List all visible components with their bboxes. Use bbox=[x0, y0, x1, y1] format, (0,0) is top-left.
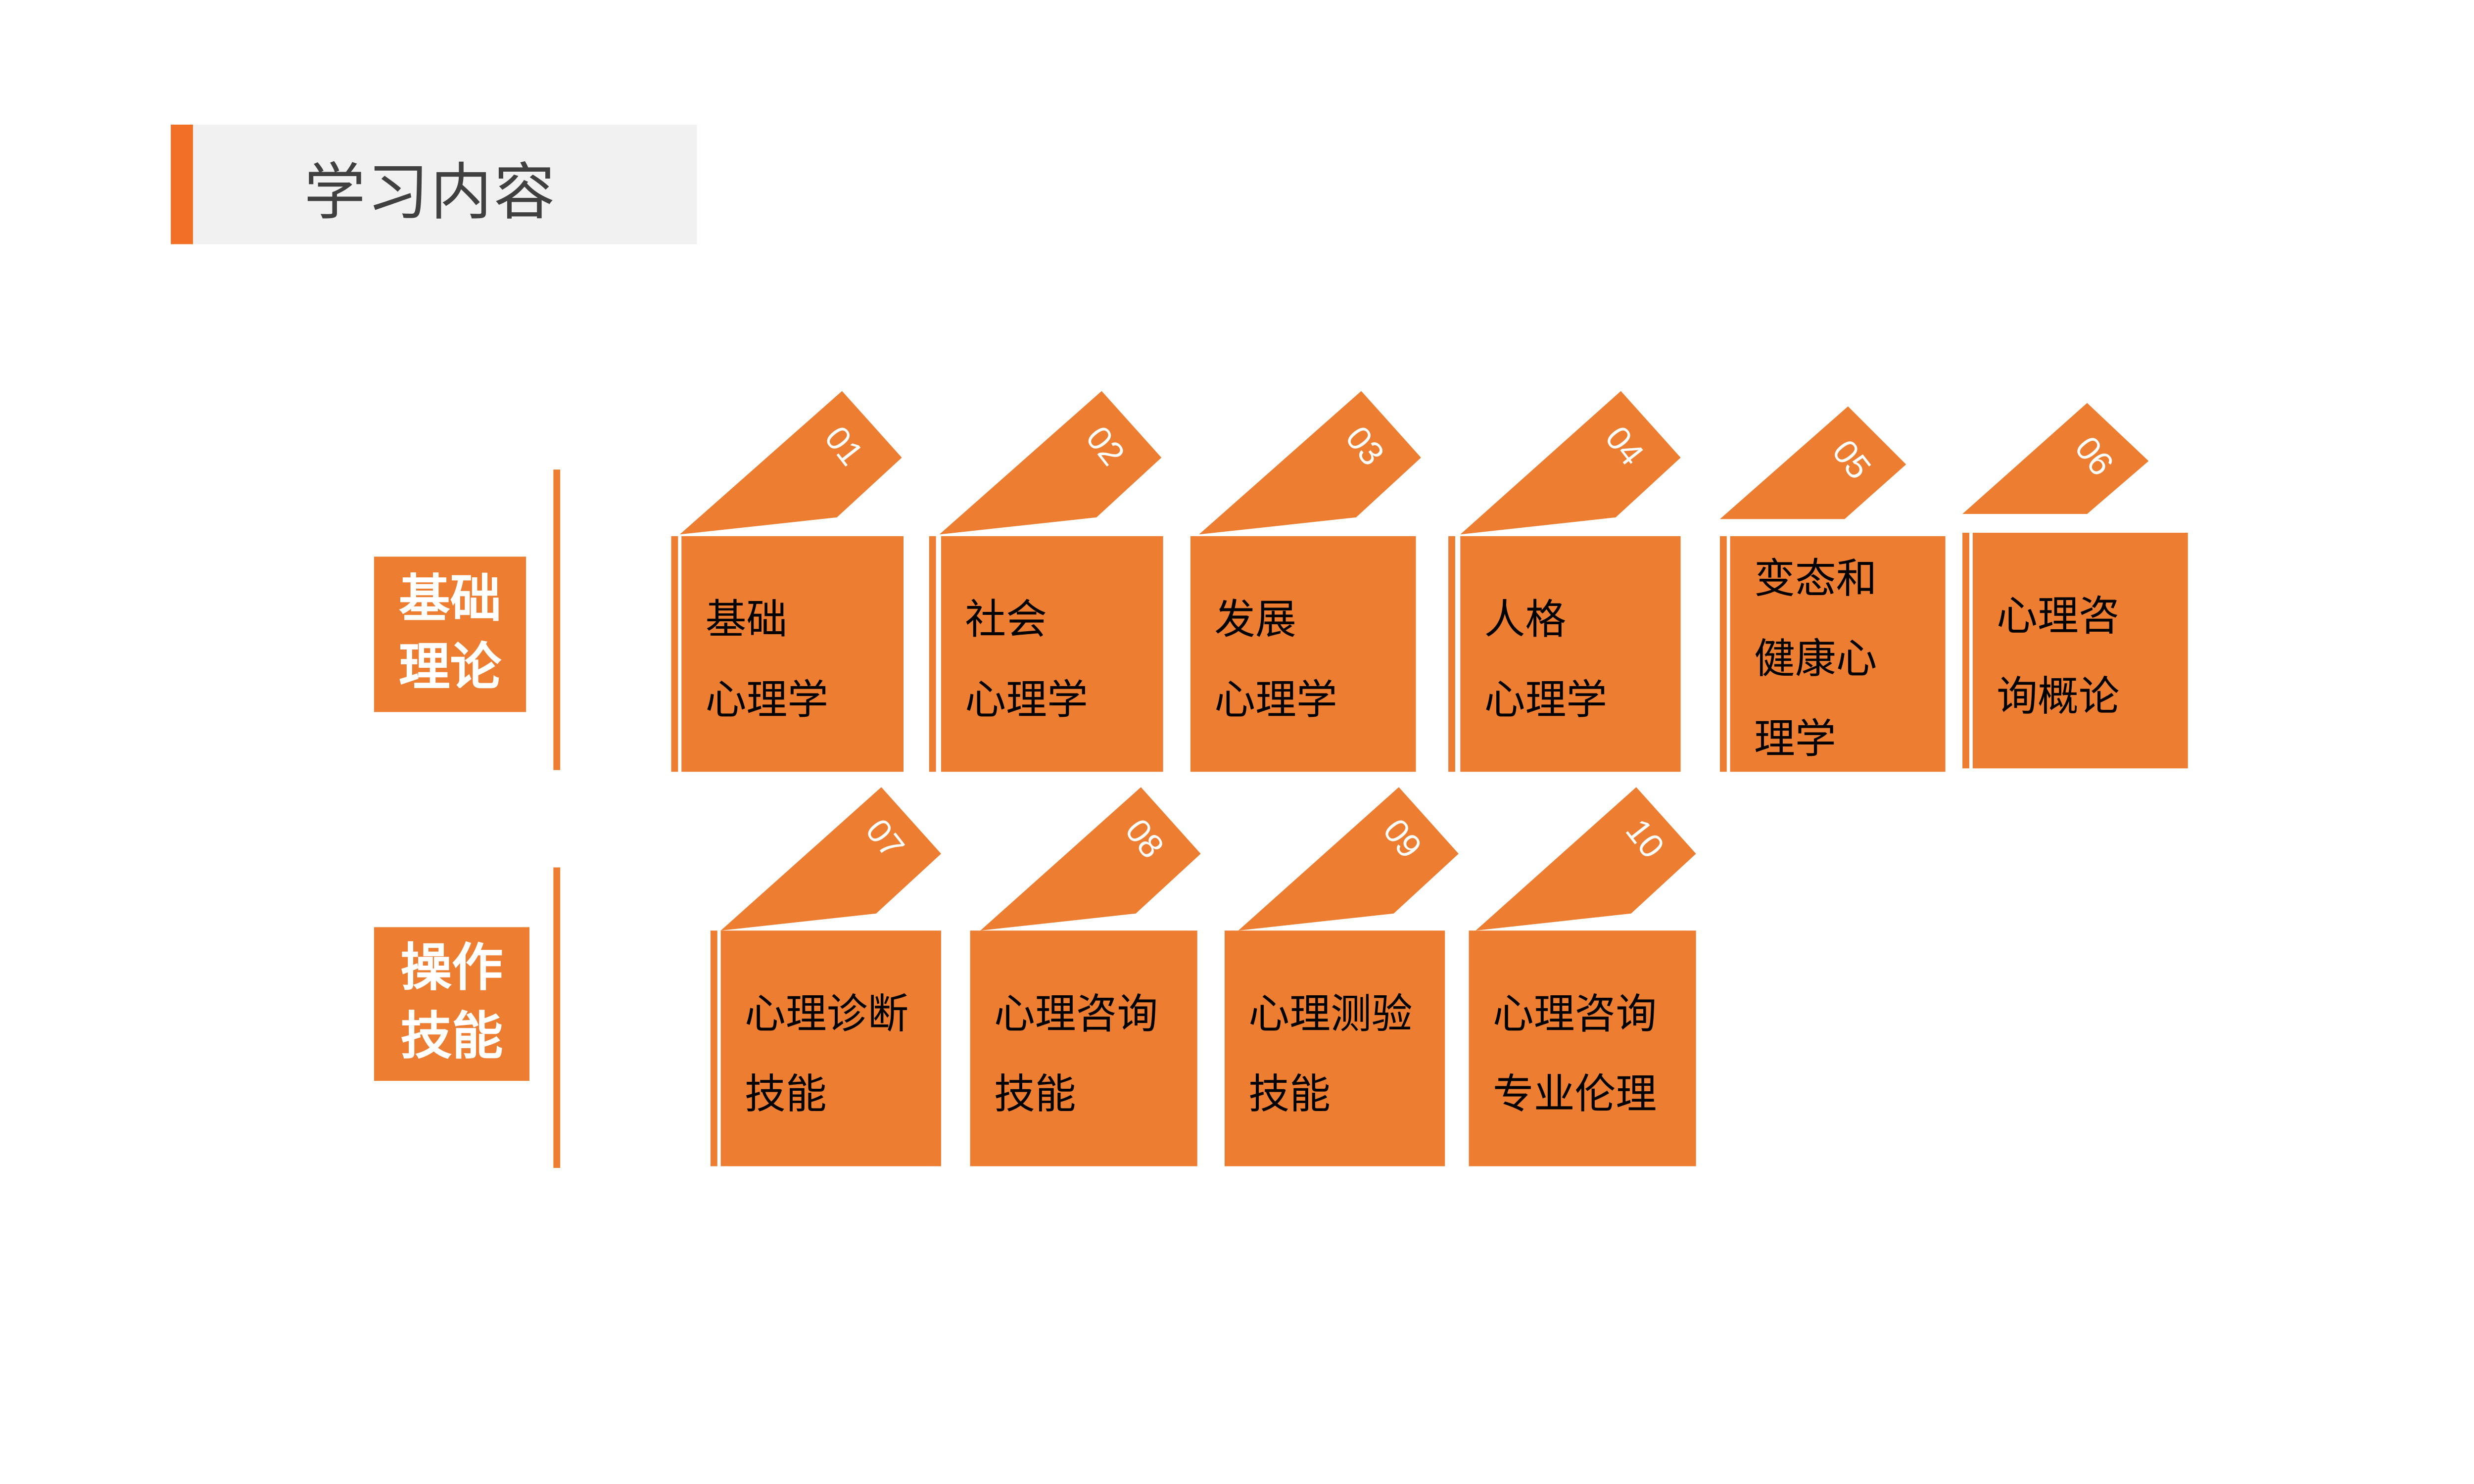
book-flap bbox=[1719, 406, 1906, 519]
category-label-line: 理论 bbox=[398, 639, 502, 696]
title-accent-bar bbox=[171, 124, 193, 244]
book-spine bbox=[929, 536, 936, 772]
category-divider bbox=[553, 469, 561, 770]
book-title-line: 基础 bbox=[705, 599, 788, 644]
book-title-line: 心理学 bbox=[705, 679, 829, 724]
book-card-08[interactable]: 心理咨询技能 bbox=[970, 930, 1197, 1166]
book-card-02[interactable]: 社会心理学 bbox=[941, 536, 1163, 772]
category-basic-theory: 基础理论 bbox=[374, 556, 526, 712]
book-spine bbox=[1719, 536, 1727, 772]
book-title-line: 心理学 bbox=[1484, 679, 1608, 724]
category-label-line: 技能 bbox=[400, 1009, 503, 1066]
book-flap bbox=[720, 787, 941, 931]
book-title-line: 心理咨询 bbox=[1492, 993, 1657, 1038]
book-card-04[interactable]: 人格心理学 bbox=[1460, 536, 1681, 772]
book-spine bbox=[710, 930, 717, 1166]
category-label-line: 基础 bbox=[398, 571, 502, 628]
category-operation-skills: 操作技能 bbox=[374, 927, 530, 1081]
book-title-line: 心理咨 bbox=[1997, 596, 2120, 641]
book-spine bbox=[1962, 532, 1969, 769]
category-divider bbox=[553, 867, 561, 1168]
book-title-line: 心理诊断 bbox=[744, 993, 909, 1038]
book-title-line: 技能 bbox=[744, 1074, 827, 1118]
book-title-line: 心理测验 bbox=[1248, 993, 1413, 1038]
book-title-line: 技能 bbox=[1248, 1074, 1331, 1118]
book-title-line: 健康心 bbox=[1754, 638, 1877, 683]
book-flap bbox=[1475, 787, 1696, 931]
book-flap bbox=[1460, 391, 1681, 535]
book-title-line: 询概论 bbox=[1997, 676, 2120, 721]
title-background bbox=[193, 124, 697, 244]
book-spine bbox=[1448, 536, 1455, 772]
book-spine bbox=[671, 536, 678, 772]
book-card-03[interactable]: 发展心理学 bbox=[1190, 536, 1416, 772]
book-flap bbox=[980, 787, 1201, 931]
book-title-line: 社会 bbox=[965, 599, 1047, 644]
book-flap bbox=[1238, 787, 1459, 931]
book-title-line: 发展 bbox=[1214, 599, 1296, 644]
book-title-line: 理学 bbox=[1754, 719, 1836, 763]
book-title-line: 人格 bbox=[1484, 599, 1567, 644]
book-flap bbox=[1199, 391, 1421, 535]
book-title-line: 专业伦理 bbox=[1492, 1074, 1657, 1118]
book-title-line: 技能 bbox=[994, 1074, 1076, 1118]
book-card-09[interactable]: 心理测验技能 bbox=[1224, 930, 1445, 1166]
book-title-line: 心理学 bbox=[1214, 679, 1337, 724]
book-card-06[interactable]: 心理咨询概论 bbox=[1972, 532, 2188, 769]
book-card-10[interactable]: 心理咨询专业伦理 bbox=[1469, 930, 1696, 1166]
category-label-line: 操作 bbox=[400, 940, 503, 997]
book-card-07[interactable]: 心理诊断技能 bbox=[720, 930, 941, 1166]
book-title-line: 心理学 bbox=[965, 679, 1088, 724]
page-title: 学习内容 bbox=[304, 157, 557, 228]
book-title-line: 心理咨询 bbox=[994, 993, 1158, 1038]
book-flap bbox=[939, 391, 1162, 535]
book-flap bbox=[1962, 403, 2149, 514]
book-card-01[interactable]: 基础心理学 bbox=[681, 536, 904, 772]
book-flap bbox=[679, 391, 902, 535]
book-card-05[interactable]: 变态和健康心理学 bbox=[1730, 536, 1946, 772]
book-title-line: 变态和 bbox=[1754, 558, 1877, 603]
